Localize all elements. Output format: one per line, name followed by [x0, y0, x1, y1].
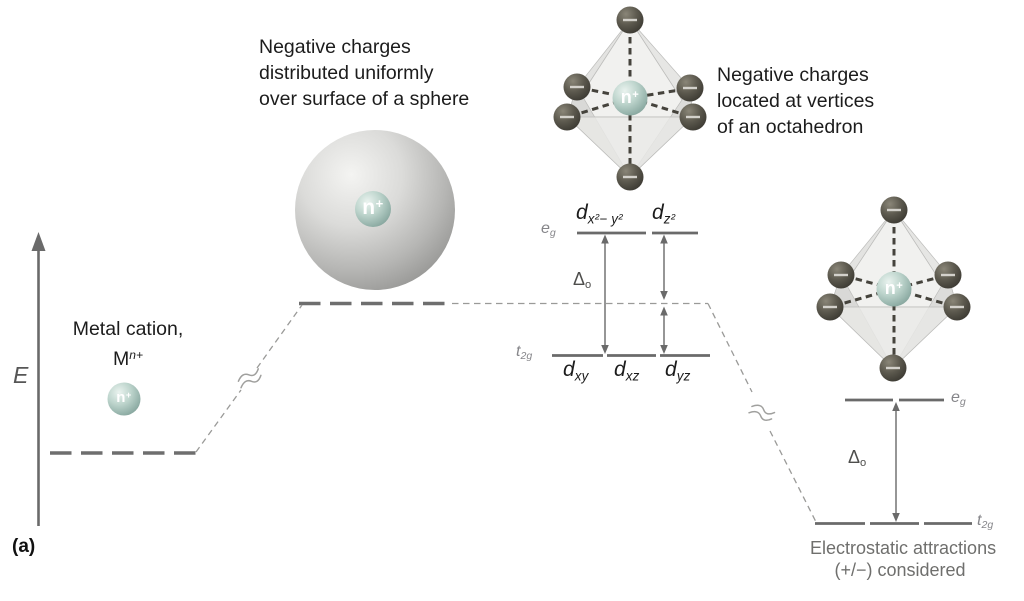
free-ion-label: n+ — [116, 389, 132, 406]
electrostatic-caption: Electrostatic attractions (+/−) consider… — [810, 537, 997, 581]
orbital-label-dxz: dxz — [614, 358, 640, 384]
sphere-model-caption: Negative charges distributed uniformly o… — [259, 34, 469, 112]
octahedron-right-ion-label: n+ — [884, 278, 904, 298]
delta-o-arrow-upper-half — [660, 234, 668, 300]
orbital-label-dz2: dz² — [652, 201, 676, 227]
metal-cation-caption: Metal cation, Mn+ — [45, 316, 211, 372]
t2g-label-right: t2g — [977, 512, 994, 532]
eg-label-center: eg — [541, 220, 556, 240]
negative-charge-sphere — [816, 293, 844, 321]
negative-charge-sphere — [679, 103, 707, 131]
charged-sphere-model — [295, 130, 455, 290]
octahedron-right — [816, 196, 971, 382]
caption-line: Negative charges — [717, 64, 869, 86]
orbital-label-dxy: dxy — [563, 358, 589, 384]
negative-charge-sphere — [616, 163, 644, 191]
negative-charge-spheres — [816, 196, 971, 382]
metal-cation-sphere — [107, 382, 141, 416]
negative-charge-sphere — [880, 196, 908, 224]
negative-charge-sphere — [616, 6, 644, 34]
bond-dashed-lines — [833, 216, 954, 362]
caption-line: (+/−) considered — [834, 560, 966, 580]
central-cation-sphere — [612, 80, 648, 116]
rising-connector — [195, 304, 303, 453]
octahedron-top — [553, 6, 707, 191]
octahedron-model-caption: Negative charges located at vertices of … — [717, 62, 874, 140]
energy-axis-arrowhead-icon — [31, 232, 46, 251]
delta-o-label-center: Δo — [573, 269, 592, 291]
central-cation-sphere — [876, 271, 912, 307]
negative-charge-sphere — [827, 261, 855, 289]
falling-connector-break-icon — [748, 404, 776, 422]
orbital-label-dx2y2: dx²− y² — [576, 201, 623, 227]
energy-axis-label: E — [13, 362, 29, 388]
metal-cation-caption-line2: Mn+ — [45, 342, 211, 372]
energy-axis — [31, 232, 46, 526]
eg-label-right: eg — [951, 389, 966, 409]
negative-charge-sphere — [563, 73, 591, 101]
delta-o-arrow-full — [601, 234, 609, 354]
negative-charge-spheres — [553, 6, 707, 191]
octahedron-top-ion-label: n+ — [620, 87, 640, 107]
negative-charge-sphere — [676, 74, 704, 102]
negative-charge-sphere — [553, 103, 581, 131]
sphere-ion-label: n+ — [362, 196, 384, 219]
central-cation-sphere — [355, 191, 391, 227]
metal-symbol: M — [112, 348, 130, 371]
caption-line: over surface of a sphere — [259, 88, 470, 110]
caption-line: of an octahedron — [717, 116, 864, 138]
delta-o-arrow-right — [892, 402, 900, 522]
delta-o-label-right: Δo — [848, 447, 867, 469]
panel-label: (a) — [12, 536, 36, 557]
orbital-label-dyz: dyz — [665, 358, 691, 384]
octahedral-splitting-levels — [552, 231, 710, 357]
delta-o-arrow-lower-half — [660, 306, 668, 354]
electrostatic-levels — [815, 398, 972, 525]
negative-charge-sphere — [943, 293, 971, 321]
caption-line: located at vertices — [717, 90, 875, 112]
caption-line: Negative charges — [259, 36, 411, 58]
caption-line: distributed uniformly — [259, 62, 434, 84]
rising-connector-break-icon — [237, 368, 262, 389]
negative-charge-sphere — [879, 354, 907, 382]
caption-line: Electrostatic attractions — [810, 538, 997, 558]
t2g-label-center: t2g — [516, 343, 533, 363]
falling-connector — [707, 303, 817, 522]
metal-cation-caption-line1: Metal cation, — [72, 318, 184, 340]
negative-charge-sphere — [934, 261, 962, 289]
metal-charge: n+ — [129, 348, 144, 362]
